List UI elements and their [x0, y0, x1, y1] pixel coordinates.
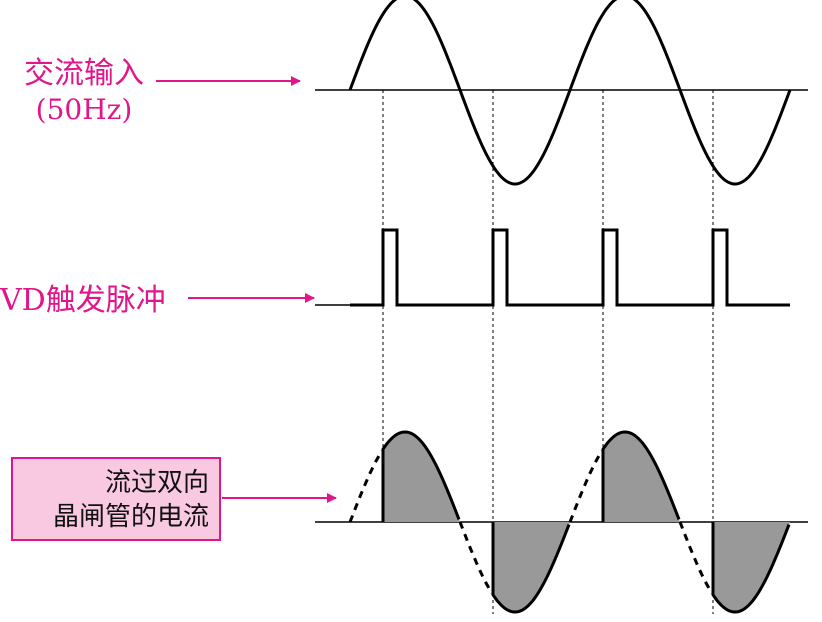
ac-input-waveform [348, 0, 792, 186]
blocked-segment [568, 449, 604, 523]
conducting-segment [601, 430, 681, 522]
current-label-line2: 晶闸管的电流 [52, 502, 209, 532]
blocked-segment [458, 521, 494, 595]
conduction-area [713, 522, 790, 612]
conduction-area [603, 432, 680, 522]
blocked-segment [678, 521, 714, 595]
trigger-guide-lines [382, 90, 714, 614]
conducting-segment [711, 522, 791, 614]
trigger-pulse-label: VD触发脉冲 [0, 283, 166, 318]
conducting-segment [381, 430, 461, 522]
conduction-areas [383, 432, 790, 612]
conducting-segment [491, 522, 571, 614]
conduction-area [493, 522, 570, 612]
conduction-area [383, 432, 460, 522]
ac-input-label: 交流输入 (50Hz) [14, 56, 154, 128]
trigger-pulse-waveform [350, 228, 790, 307]
blocked-segment [348, 449, 384, 523]
conducting-portions [381, 430, 791, 614]
ac-input-text: 交流输入 [24, 56, 144, 91]
ac-frequency-text: (50Hz) [35, 93, 133, 126]
current-label-line1: 流过双向 [104, 468, 209, 498]
blocked-portions [348, 449, 714, 595]
current-label-box: 流过双向 晶闸管的电流 [11, 457, 221, 541]
